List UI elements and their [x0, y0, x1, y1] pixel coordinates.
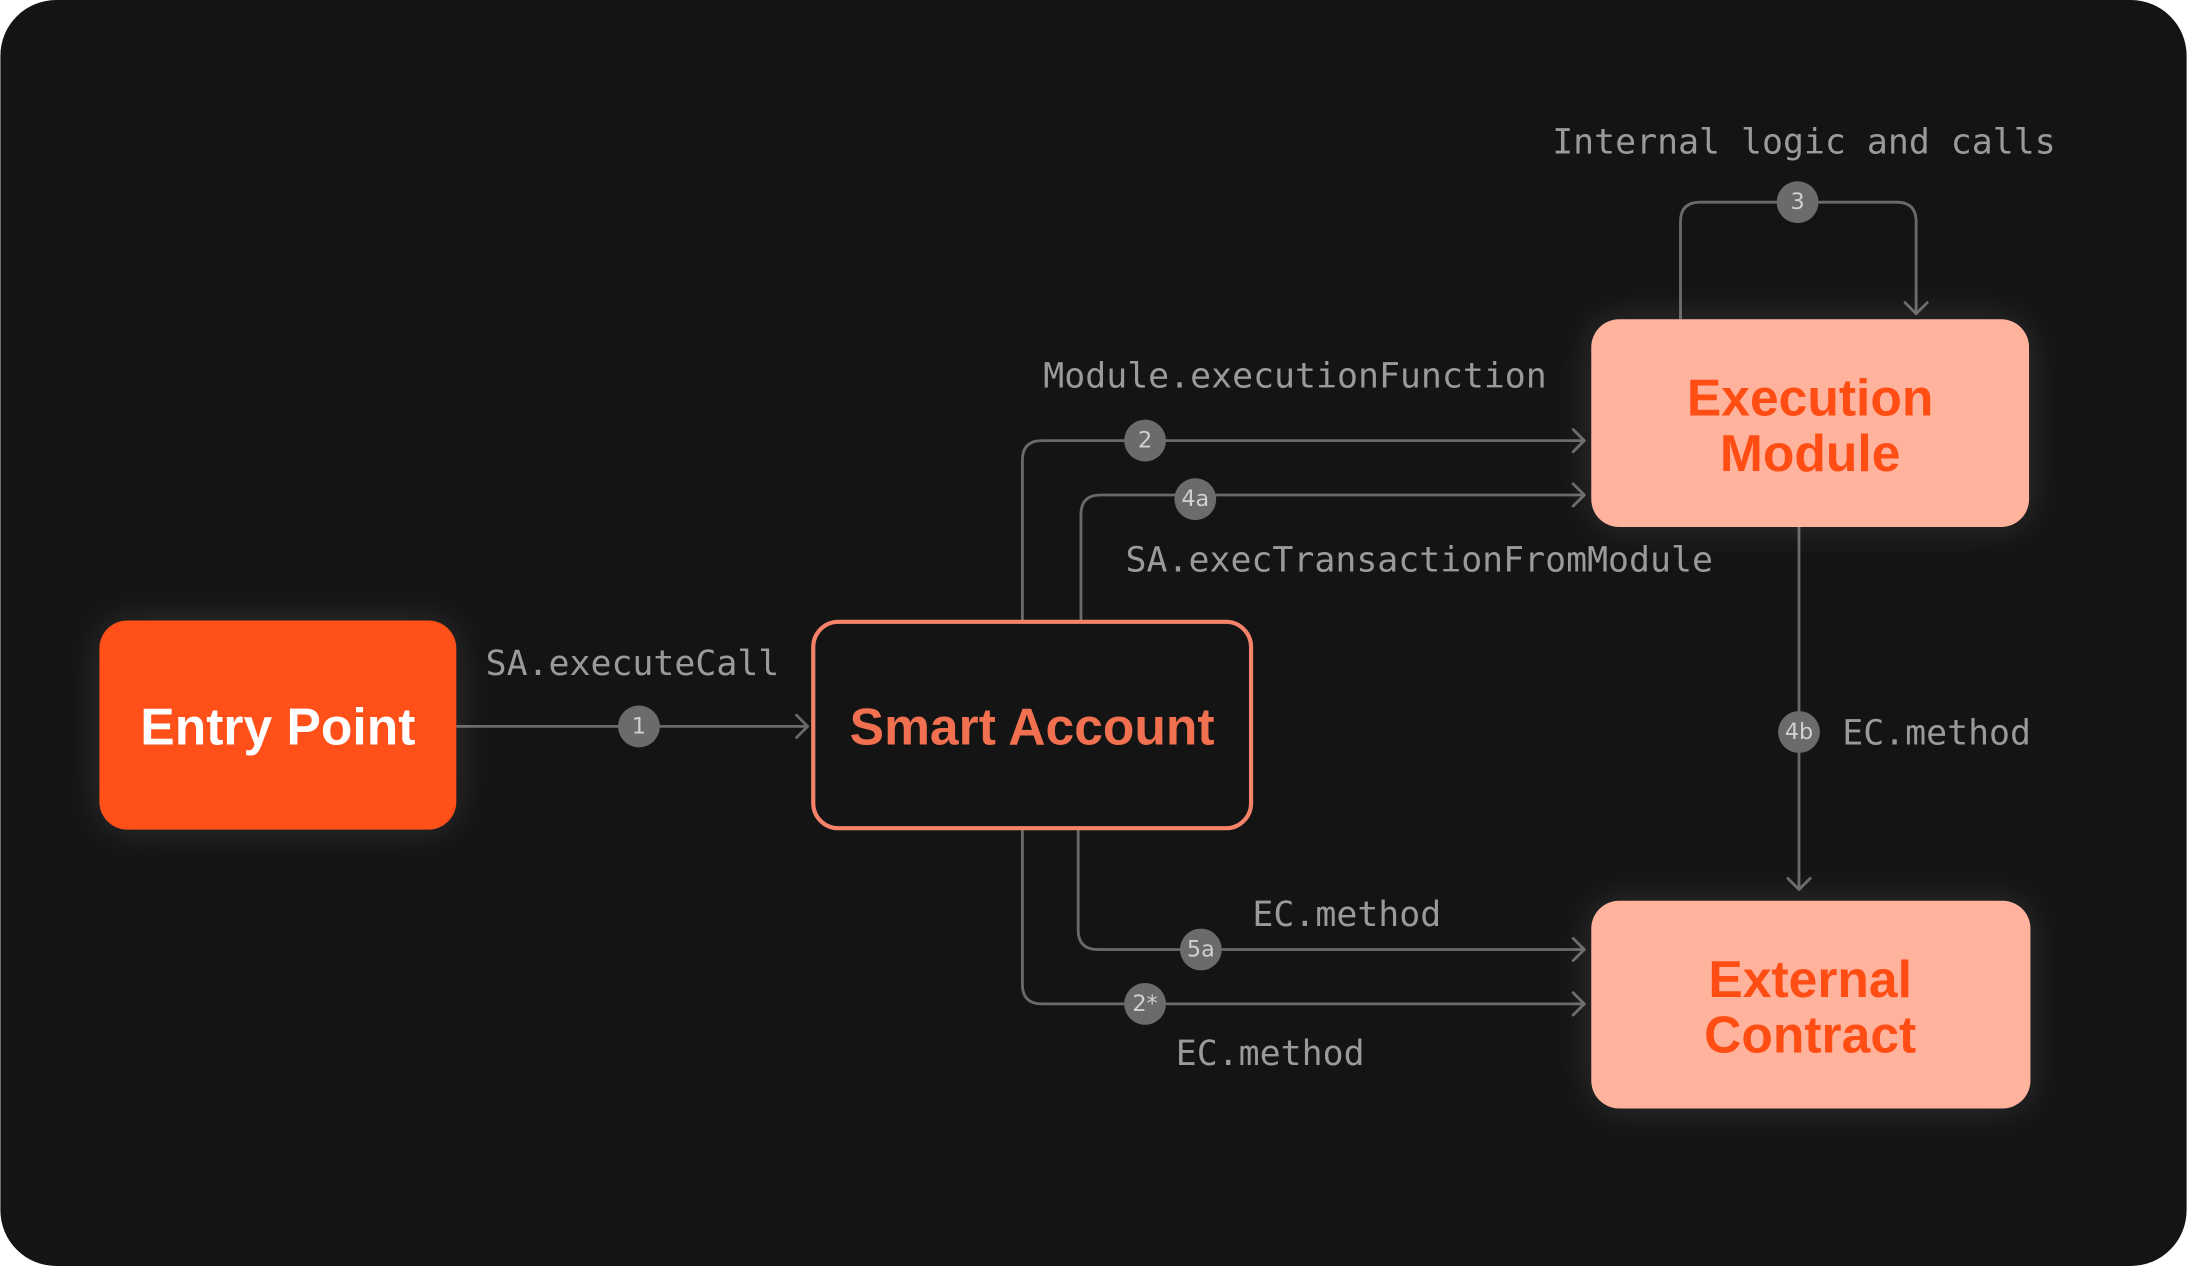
svg-text:5a: 5a	[1187, 937, 1215, 963]
label-execute-call: SA.executeCall	[486, 644, 780, 684]
edge-4b	[1786, 527, 1812, 891]
external-contract-label-line1: External	[1708, 950, 1912, 1008]
svg-text:2: 2	[1138, 428, 1152, 454]
label-exec-transaction-from-module: SA.execTransactionFromModule	[1126, 541, 1713, 581]
svg-text:4b: 4b	[1785, 719, 1813, 745]
badge-3: 3	[1776, 181, 1819, 224]
arrow-head-icon	[1571, 482, 1586, 508]
arrow-head-icon	[1786, 876, 1812, 891]
arrow-head-icon	[795, 713, 810, 739]
execution-module-label-line1: Execution	[1687, 368, 1933, 426]
badge-2-star: 2*	[1124, 982, 1167, 1025]
node-smart-account[interactable]: Smart Account	[811, 619, 1254, 831]
edge-5a	[1076, 828, 1586, 963]
badge-5a: 5a	[1179, 928, 1222, 971]
svg-text:2*: 2*	[1132, 991, 1157, 1017]
label-execution-function: Module.executionFunction	[1043, 357, 1546, 397]
smart-account-label: Smart Account	[850, 697, 1215, 755]
external-contract-label-line2: Contract	[1704, 1006, 1916, 1064]
label-ec-method-2-star: EC.method	[1176, 1034, 1365, 1074]
entry-point-label: Entry Point	[140, 697, 415, 755]
svg-text:4a: 4a	[1181, 486, 1209, 512]
execution-module-label-line2: Module	[1720, 424, 1901, 482]
edge-4a	[1079, 482, 1586, 622]
edge-2-star	[1020, 828, 1586, 1017]
arrow-head-icon	[1571, 428, 1586, 454]
arrow-head-icon	[1571, 936, 1586, 963]
svg-text:3: 3	[1791, 189, 1805, 215]
arrow-head-icon	[1571, 991, 1586, 1017]
badge-1: 1	[618, 705, 660, 748]
label-ec-method-4b: EC.method	[1842, 714, 2031, 754]
arrow-head-icon	[1903, 301, 1929, 316]
label-ec-method-5a: EC.method	[1252, 895, 1441, 935]
badge-4b: 4b	[1778, 711, 1820, 753]
label-internal-logic: Internal logic and calls	[1552, 122, 2055, 162]
badge-4a: 4a	[1174, 478, 1217, 521]
badge-2: 2	[1124, 419, 1167, 462]
edge-2	[1020, 428, 1586, 622]
svg-text:1: 1	[632, 713, 646, 739]
node-execution-module[interactable]: Execution Module	[1591, 319, 2030, 528]
node-entry-point[interactable]: Entry Point	[99, 620, 457, 830]
node-external-contract[interactable]: External Contract	[1591, 900, 2031, 1109]
